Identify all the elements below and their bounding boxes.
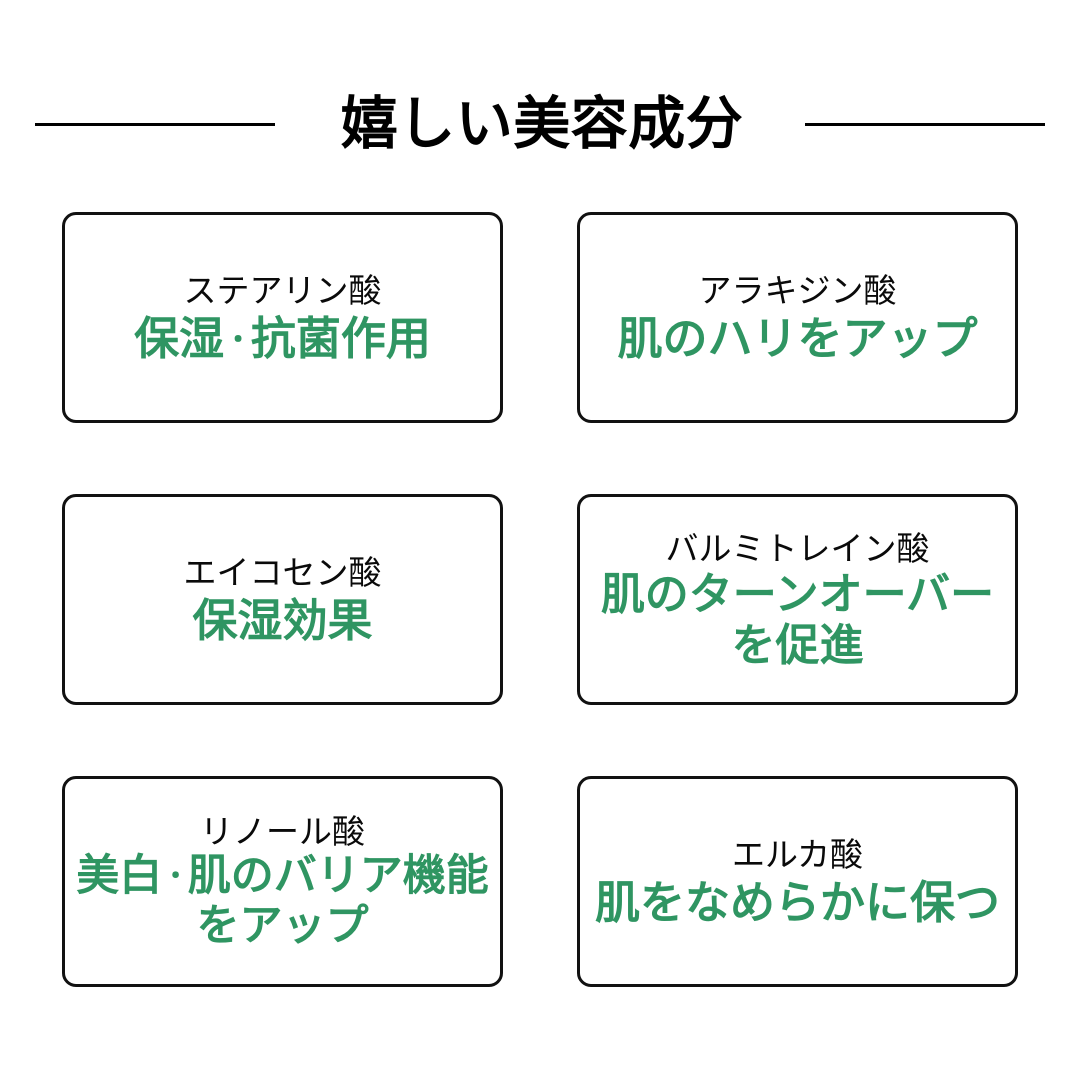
ingredient-name: リノール酸 (200, 813, 365, 850)
ingredient-name: ステアリン酸 (183, 271, 382, 309)
ingredient-effect: 保湿・抗菌作用 (134, 313, 431, 365)
ingredient-card-palmitoleic-acid: バルミトレイン酸 肌のターンオーバー を促進 (577, 494, 1018, 705)
effect-text-part: 美白 (76, 852, 163, 901)
effect-text-part: 肌のバリア機能 をアップ (187, 852, 489, 951)
ingredient-name: バルミトレイン酸 (665, 529, 930, 567)
effect-separator: ・ (224, 324, 252, 356)
page-header: 嬉しい美容成分 (0, 78, 1080, 170)
header-rule-right (805, 122, 1046, 126)
ingredient-card-eicosenoic-acid: エイコセン酸 保湿効果 (62, 494, 503, 705)
ingredient-effect: 保湿効果 (192, 595, 373, 647)
ingredient-effect: 肌をなめらかに保つ (594, 877, 1000, 929)
ingredient-card-arachidic-acid: アラキジン酸 肌のハリをアップ (577, 212, 1018, 423)
ingredient-effect: 肌のハリをアップ (617, 313, 978, 365)
ingredient-effect: 肌のターンオーバー を促進 (600, 570, 995, 671)
effect-text-part: 保湿 (134, 313, 225, 365)
effect-text-part: 抗菌作用 (250, 313, 431, 365)
ingredient-card-grid: ステアリン酸 保湿・抗菌作用 アラキジン酸 肌のハリをアップ エイコセン酸 保湿… (62, 212, 1018, 987)
ingredient-effect: 美白・肌のバリア機能 をアップ (76, 852, 489, 952)
ingredient-card-erucic-acid: エルカ酸 肌をなめらかに保つ (577, 776, 1018, 987)
header-rule-left (34, 122, 275, 126)
page-title: 嬉しい美容成分 (340, 91, 744, 156)
ingredient-name: アラキジン酸 (698, 271, 897, 309)
ingredient-card-stearic-acid: ステアリン酸 保湿・抗菌作用 (62, 212, 503, 423)
effect-separator: ・ (162, 861, 189, 892)
ingredient-card-linoleic-acid: リノール酸 美白・肌のバリア機能 をアップ (62, 776, 503, 987)
ingredient-name: エルカ酸 (731, 835, 863, 873)
ingredient-name: エイコセン酸 (183, 553, 382, 591)
